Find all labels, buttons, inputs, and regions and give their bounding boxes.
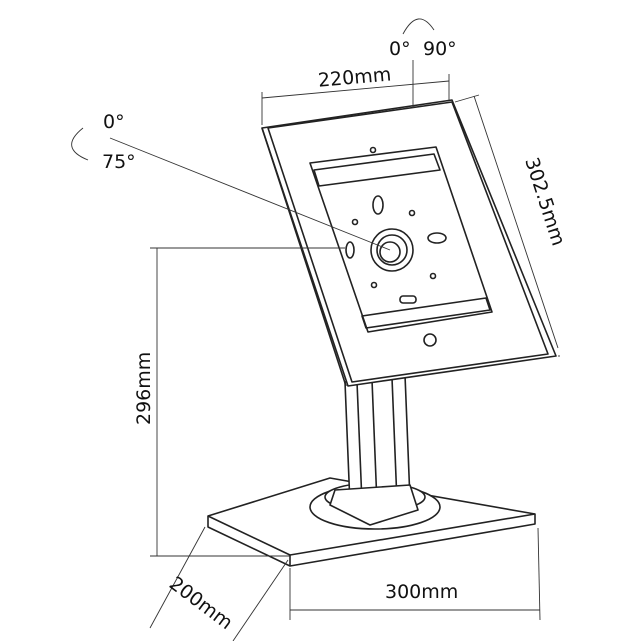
stand-height-label: 296mm: [133, 352, 155, 425]
base-width-label: 300mm: [385, 581, 458, 603]
tilt-end-label: 75°: [102, 151, 136, 173]
pole: [329, 374, 419, 526]
height-label: 302.5mm: [520, 155, 569, 249]
tablet-enclosure: [261, 99, 557, 387]
tilt-start-label: 0°: [103, 111, 125, 133]
base-depth-label: 200mm: [165, 572, 237, 634]
dimension-lines: [71, 18, 560, 641]
swivel-start-label: 0°: [389, 38, 411, 60]
swivel-end-label: 90°: [423, 38, 457, 60]
